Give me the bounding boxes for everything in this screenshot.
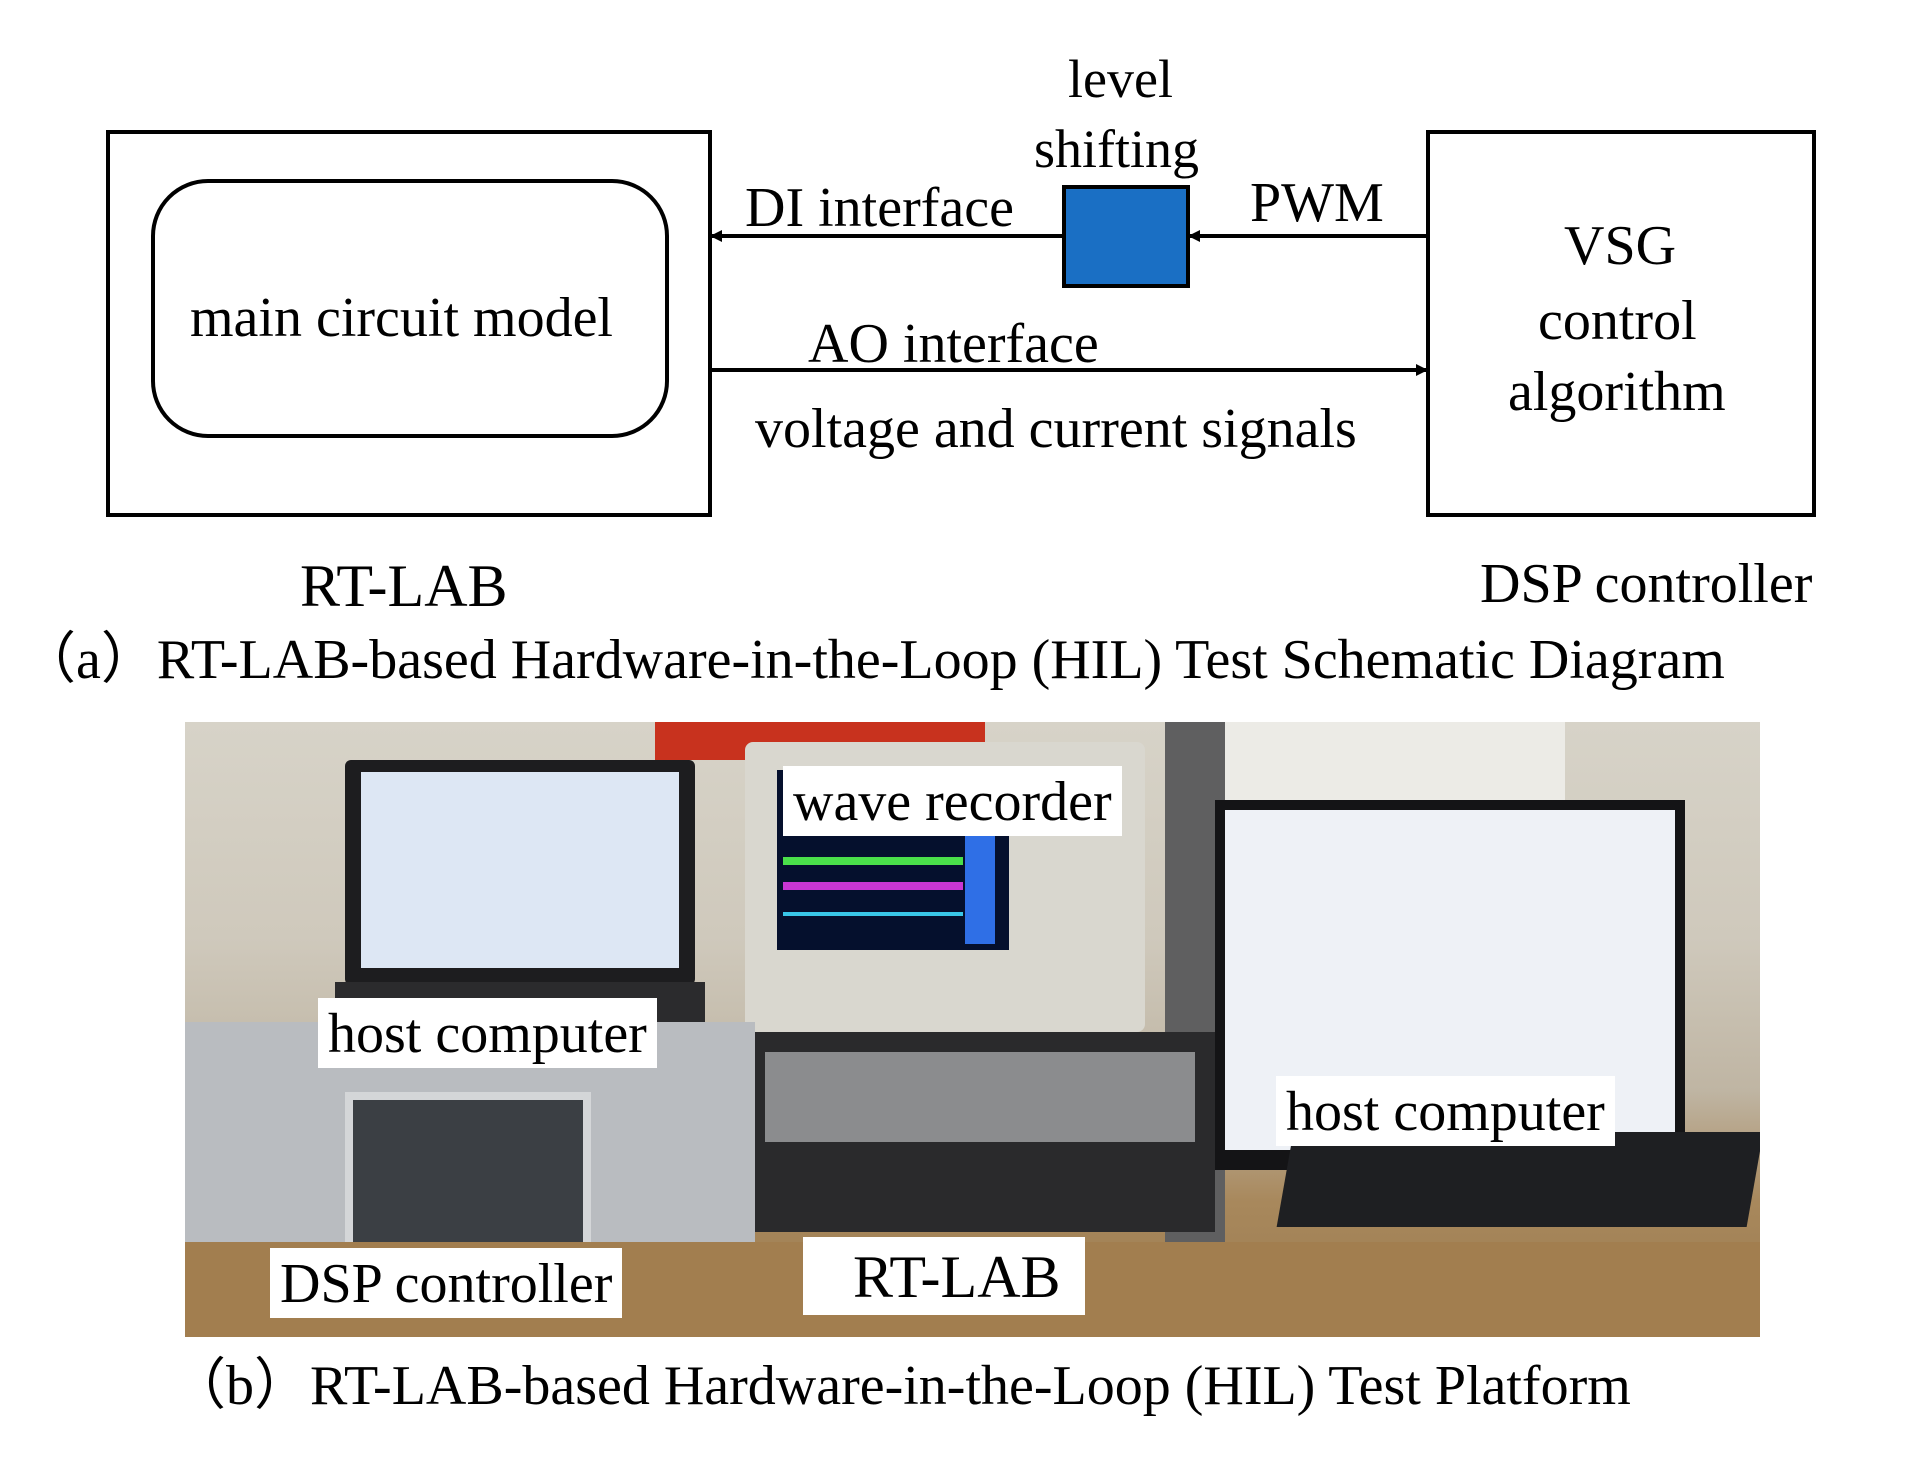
- level-shifter-block: [1062, 185, 1190, 288]
- keyboard-shape: [1276, 1132, 1760, 1227]
- vsg-label-line2: control: [1538, 290, 1697, 352]
- caption-b: （b）RT-LAB-based Hardware-in-the-Loop (HI…: [170, 1355, 1631, 1417]
- schematic-diagram: [106, 130, 1816, 517]
- oscilloscope-trace-magenta: [783, 882, 963, 890]
- main-circuit-model-label: main circuit model: [190, 287, 613, 349]
- dsp-box: [1426, 130, 1816, 517]
- tag-dsp-controller: DSP controller: [270, 1248, 623, 1318]
- dsp-controller-label: DSP controller: [1480, 553, 1813, 615]
- level-shifting-label-line2: shifting: [1034, 119, 1200, 179]
- tag-rtlab: RT-LAB: [803, 1237, 1085, 1315]
- main-circuit-box: [151, 179, 669, 438]
- dsp-controller-screen: [345, 1092, 591, 1258]
- pwm-label: PWM: [1250, 172, 1384, 234]
- di-interface-label: DI interface: [745, 177, 1014, 239]
- tag-wave-recorder: wave recorder: [783, 766, 1122, 836]
- vsg-label-line1: VSG: [1564, 215, 1677, 277]
- voltage-current-label: voltage and current signals: [755, 398, 1357, 460]
- rtlab-box: [106, 130, 712, 517]
- oscilloscope-trace-cyan: [783, 912, 963, 916]
- oscilloscope-trace-green: [783, 857, 963, 865]
- tag-host-computer-left: host computer: [318, 998, 657, 1068]
- rtlab-io-panel: [765, 1052, 1195, 1142]
- vsg-label-line3: algorithm: [1508, 361, 1726, 423]
- ao-interface-label: AO interface: [808, 313, 1099, 375]
- rtlab-label: RT-LAB: [300, 553, 508, 619]
- tag-host-computer-right: host computer: [1276, 1076, 1615, 1146]
- left-laptop-screen: [361, 772, 679, 968]
- caption-a: （a）RT-LAB-based Hardware-in-the-Loop (HI…: [20, 629, 1725, 691]
- platform-photo: wave recorder host computer host compute…: [185, 722, 1760, 1337]
- level-shifting-label-line1: level: [1068, 49, 1173, 109]
